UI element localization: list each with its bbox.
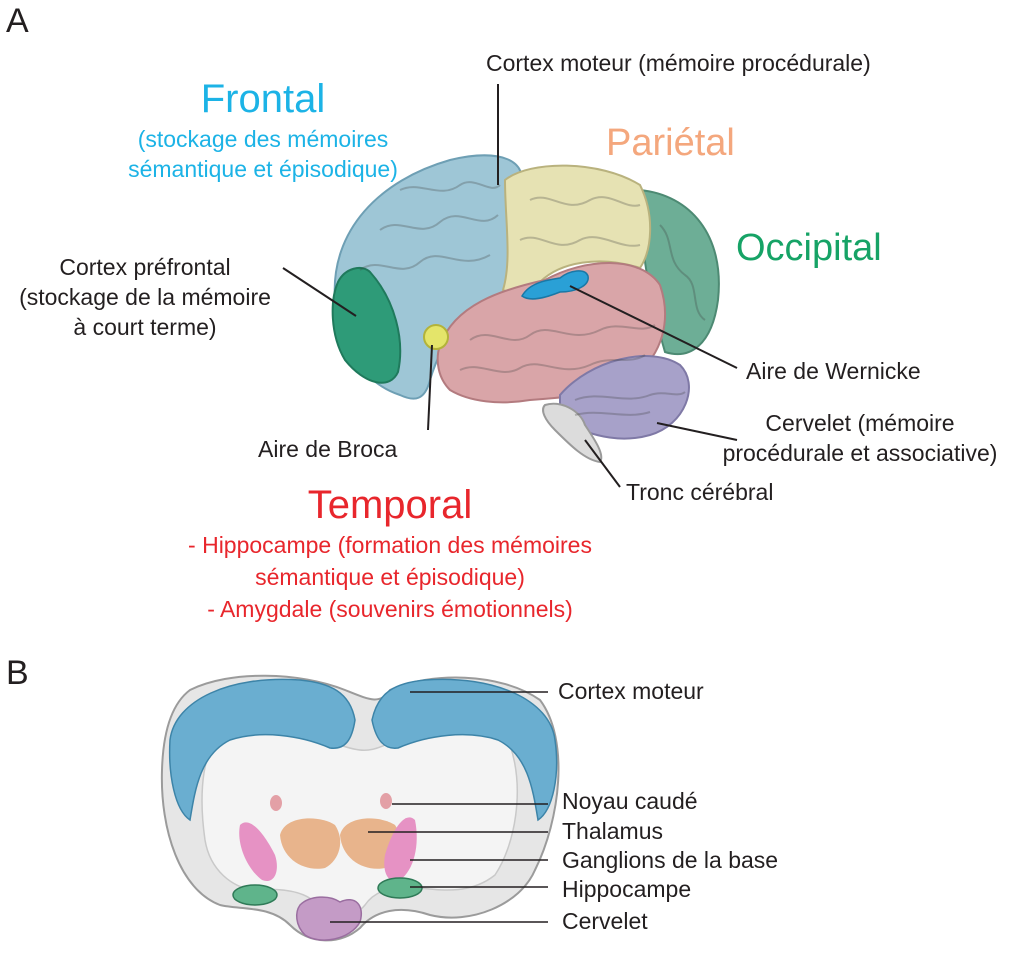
cerebellum-label-line1: Cervelet (mémoire	[700, 408, 1020, 438]
b-motor-cortex-label: Cortex moteur	[558, 676, 704, 706]
b-cerebellum-label: Cervelet	[562, 906, 648, 936]
panel-b-letter: B	[6, 654, 29, 693]
caudate-nucleus-left	[270, 795, 282, 811]
frontal-title: Frontal	[138, 76, 388, 122]
panel-a-letter: A	[6, 2, 29, 41]
brainstem-leader	[585, 440, 620, 487]
temporal-desc-line2: sémantique et épisodique)	[120, 562, 660, 592]
broca-label: Aire de Broca	[258, 434, 397, 464]
frontal-desc-line2: sémantique et épisodique)	[118, 154, 408, 184]
prefrontal-label-line3: à court terme)	[0, 312, 290, 342]
hippocampus-left	[233, 885, 277, 905]
b-caudate-label: Noyau caudé	[562, 786, 698, 816]
occipital-title: Occipital	[736, 225, 882, 271]
broca-area	[424, 325, 448, 349]
prefrontal-label-line2: (stockage de la mémoire	[0, 282, 290, 312]
frontal-desc-line1: (stockage des mémoires	[118, 124, 408, 154]
coronal-section-illustration	[162, 676, 559, 941]
b-thalamus-label: Thalamus	[562, 816, 663, 846]
motor-cortex-label: Cortex moteur (mémoire procédurale)	[486, 48, 871, 78]
caudate-nucleus-right	[380, 793, 392, 809]
temporal-desc-line1: - Hippocampe (formation des mémoires	[120, 530, 660, 560]
parietal-title: Pariétal	[606, 120, 735, 166]
b-basal-ganglia-label: Ganglions de la base	[562, 845, 778, 875]
hippocampus-right	[378, 878, 422, 898]
prefrontal-label-line1: Cortex préfrontal	[0, 252, 290, 282]
b-hippocampus-label: Hippocampe	[562, 874, 691, 904]
brainstem-label: Tronc cérébral	[626, 477, 773, 507]
wernicke-label: Aire de Wernicke	[746, 356, 921, 386]
temporal-title: Temporal	[240, 482, 540, 528]
cerebellum-label-line2: procédurale et associative)	[700, 438, 1020, 468]
temporal-desc-line3: - Amygdale (souvenirs émotionnels)	[120, 594, 660, 624]
